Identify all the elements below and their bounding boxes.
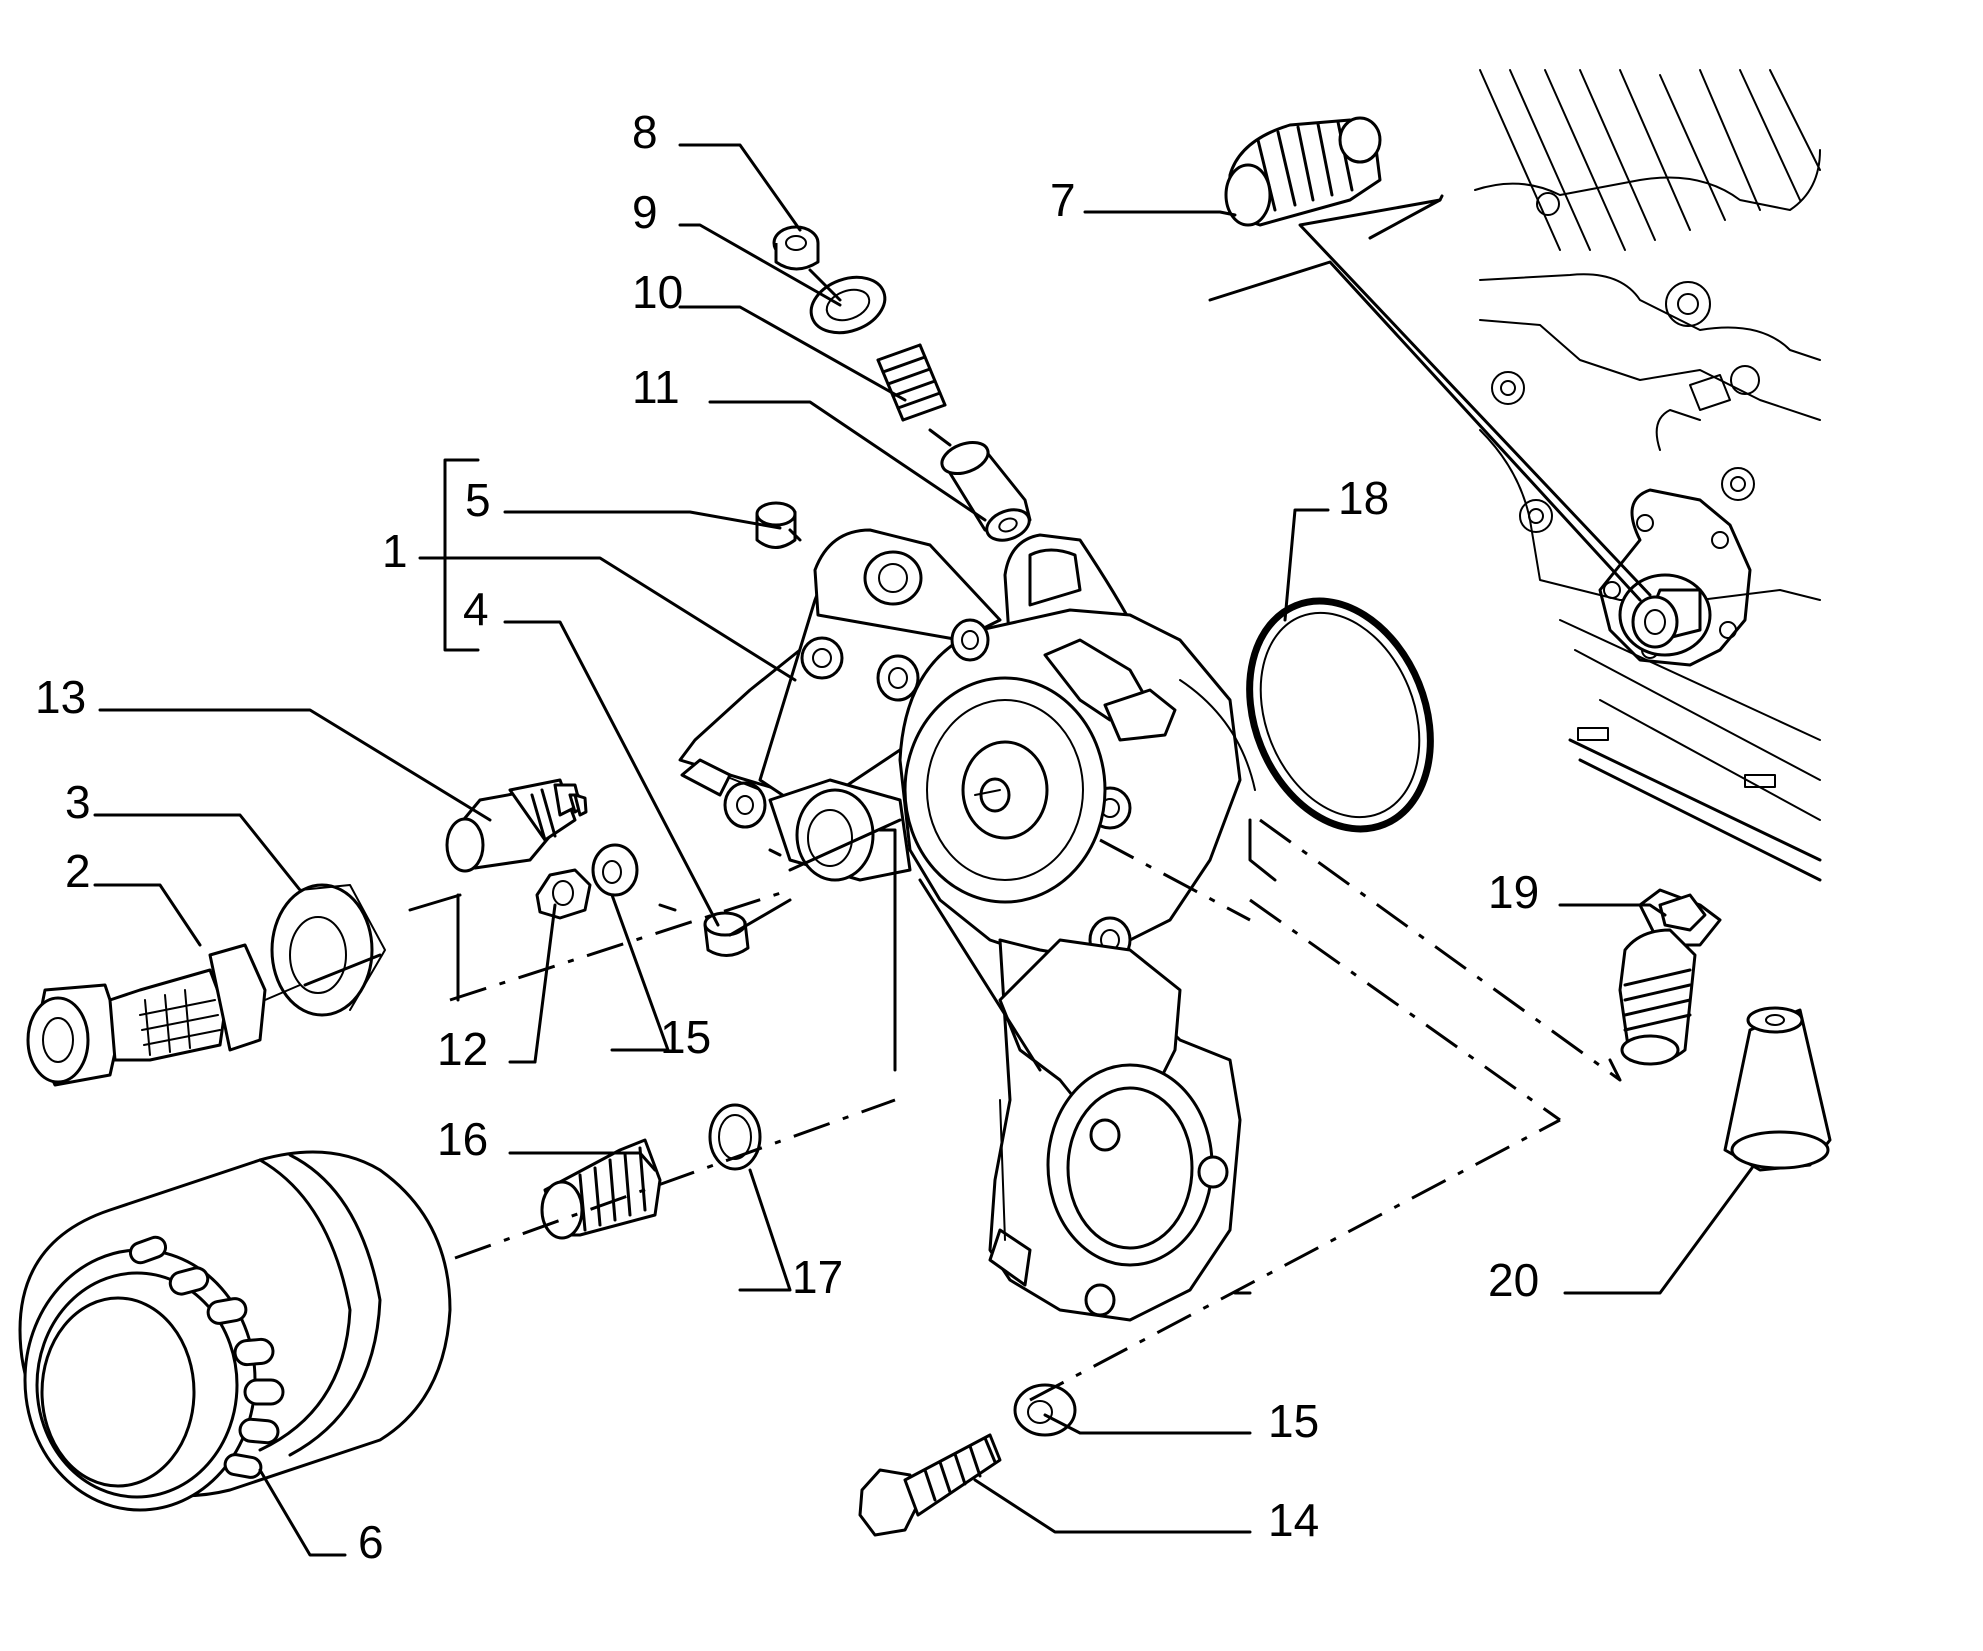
part-12-nut xyxy=(535,868,592,920)
part-4-plug xyxy=(703,911,750,957)
part-10-spring xyxy=(876,343,947,422)
callout-16: 16 xyxy=(437,1113,488,1165)
part-17-o-ring xyxy=(708,1103,762,1171)
part-14-bolt xyxy=(858,1433,1002,1537)
callout-7: 7 xyxy=(1050,174,1076,226)
leader-lines xyxy=(93,143,1754,1557)
callout-6: 6 xyxy=(358,1516,384,1568)
part-19-sensor xyxy=(1618,888,1722,1066)
callout-1: 1 xyxy=(382,525,408,577)
part-13-sensor xyxy=(445,778,588,873)
callout-8: 8 xyxy=(632,106,658,158)
callout-10: 10 xyxy=(632,266,683,318)
engine-connector-lines xyxy=(1208,194,1652,602)
callout-labels: 8 9 10 11 5 1 4 13 3 2 12 15 16 17 7 18 … xyxy=(35,106,1539,1568)
callout-14: 14 xyxy=(1268,1494,1319,1546)
callout-13: 13 xyxy=(35,671,86,723)
part-3-washer xyxy=(270,883,386,1017)
callout-12: 12 xyxy=(437,1023,488,1075)
callout-18: 18 xyxy=(1338,472,1389,524)
engine-block xyxy=(1474,69,1822,882)
part-18-seal xyxy=(1246,597,1434,833)
callout-20: 20 xyxy=(1488,1254,1539,1306)
oil-pump-housing xyxy=(678,528,1256,1322)
callout-5: 5 xyxy=(465,474,491,526)
part-7-fitting xyxy=(1224,116,1382,227)
part-11-sleeve xyxy=(940,440,1032,542)
callout-19: 19 xyxy=(1488,866,1539,918)
callout-11: 11 xyxy=(632,361,680,413)
callout-4: 4 xyxy=(463,583,489,635)
part-15-washer-upper xyxy=(591,843,639,897)
part-8-cap xyxy=(772,225,820,271)
part-20-sleeve xyxy=(1723,1006,1832,1172)
assembly-guide-lines xyxy=(303,268,1622,1082)
callout-15-upper: 15 xyxy=(660,1011,711,1063)
part-6-oil-filter xyxy=(18,1150,452,1512)
callout-17: 17 xyxy=(792,1251,843,1303)
callout-9: 9 xyxy=(632,186,658,238)
assembly-axis-lines xyxy=(449,818,1621,1402)
callout-15-lower: 15 xyxy=(1268,1395,1319,1447)
callout-2: 2 xyxy=(65,845,91,897)
callout-3: 3 xyxy=(65,776,91,828)
part-2-filter-screen xyxy=(26,943,301,1087)
